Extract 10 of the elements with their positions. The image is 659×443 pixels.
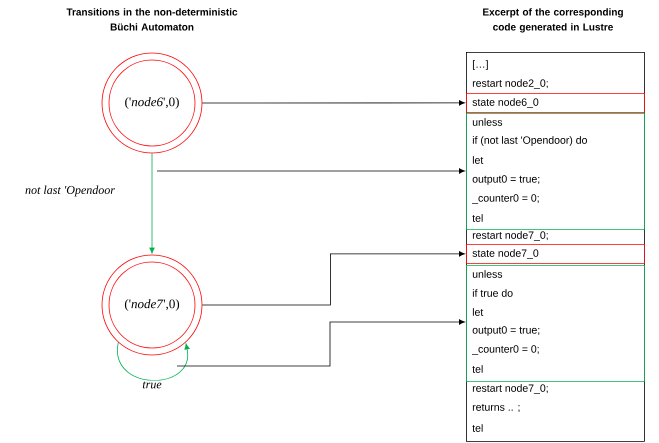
arrow <box>156 168 465 174</box>
arrow <box>202 100 465 106</box>
arrow <box>176 319 465 366</box>
arrow <box>149 153 155 254</box>
arrow <box>202 251 465 306</box>
edge-label: true <box>141 380 163 390</box>
heading: Excerpt of the corresponding code generated in Lustre <box>483 8 623 33</box>
arrow <box>117 342 190 381</box>
edge-label: not last 'Opendoor <box>24 184 116 198</box>
heading: Transitions in the non-deterministic Büchi Automaton <box>66 8 238 31</box>
